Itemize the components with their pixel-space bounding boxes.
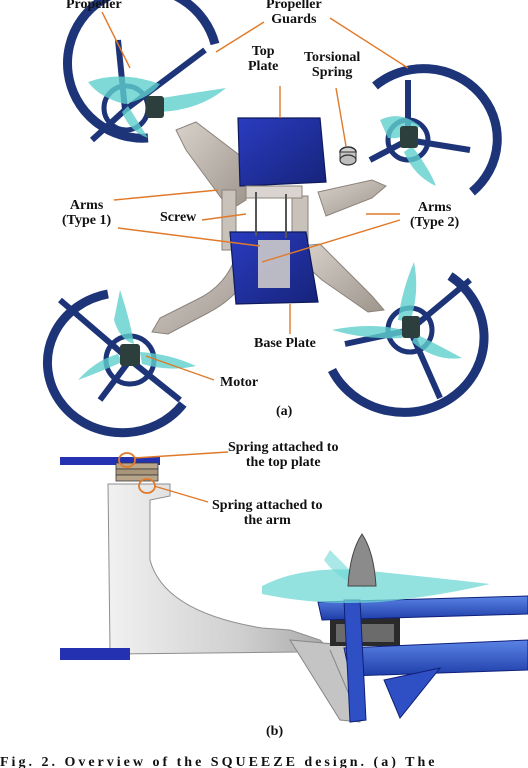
label-top-plate: Top Plate (248, 44, 278, 74)
top-plate (237, 117, 327, 199)
label-propeller-guards: Propeller Guards (266, 0, 322, 27)
label-guards-line1: Propeller (266, 0, 322, 12)
spring-coil (115, 452, 159, 482)
label-arms-type-2: Arms (Type 2) (410, 200, 459, 230)
label-arms2-line1: Arms (417, 200, 452, 215)
label-torsional-line1: Torsional (304, 50, 361, 65)
figure-caption-partial: Fig. 2. Overview of the SQUEEZE design. … (0, 755, 438, 768)
label-torsional-line2: Spring (311, 65, 353, 80)
propeller-guard-top-right (368, 64, 502, 196)
panel-b-illustration (60, 451, 528, 723)
label-screw: Screw (160, 210, 196, 225)
label-motor: Motor (220, 375, 258, 390)
panel-a-illustration (43, 0, 528, 723)
label-arms2-line2: (Type 2) (410, 215, 460, 230)
label-top-plate-line2: Plate (248, 59, 279, 74)
arms-type-1 (151, 121, 257, 335)
label-arms1-line2: (Type 1) (62, 213, 112, 228)
label-propeller: Propeller (66, 0, 122, 12)
label-guards-line2: Guards (271, 12, 317, 27)
base-plate (229, 231, 319, 305)
propeller-guard-bottom-left (43, 289, 196, 438)
label-spring-arm-line1: Spring attached to (212, 498, 323, 513)
label-motor-text: Motor (220, 375, 259, 390)
label-spring-top-line1: Spring attached to (228, 440, 339, 455)
label-spring-arm-line2: the arm (243, 513, 291, 528)
label-arms-type-1: Arms (Type 1) (62, 198, 111, 228)
label-torsional-spring: Torsional Spring (304, 50, 360, 80)
label-arms1-line1: Arms (69, 198, 104, 213)
propeller-guard-bottom-right (328, 262, 489, 417)
torsional-spring (339, 146, 357, 166)
label-spring-top-line2: the top plate (245, 455, 321, 470)
label-spring-arm: Spring attached to the arm (212, 498, 322, 528)
propeller-guard-top-left (63, 0, 226, 143)
label-top-plate-line1: Top (251, 44, 275, 59)
label-propeller-text: Propeller (66, 0, 122, 12)
label-spring-top-plate: Spring attached to the top plate (228, 440, 338, 470)
screw (255, 192, 287, 238)
label-base-plate: Base Plate (254, 336, 316, 351)
caption-a: (a) (276, 404, 293, 419)
caption-b: (b) (266, 724, 284, 739)
leader-lines-a (101, 11, 409, 381)
label-base-plate-text: Base Plate (254, 336, 316, 351)
label-screw-text: Screw (160, 210, 197, 225)
